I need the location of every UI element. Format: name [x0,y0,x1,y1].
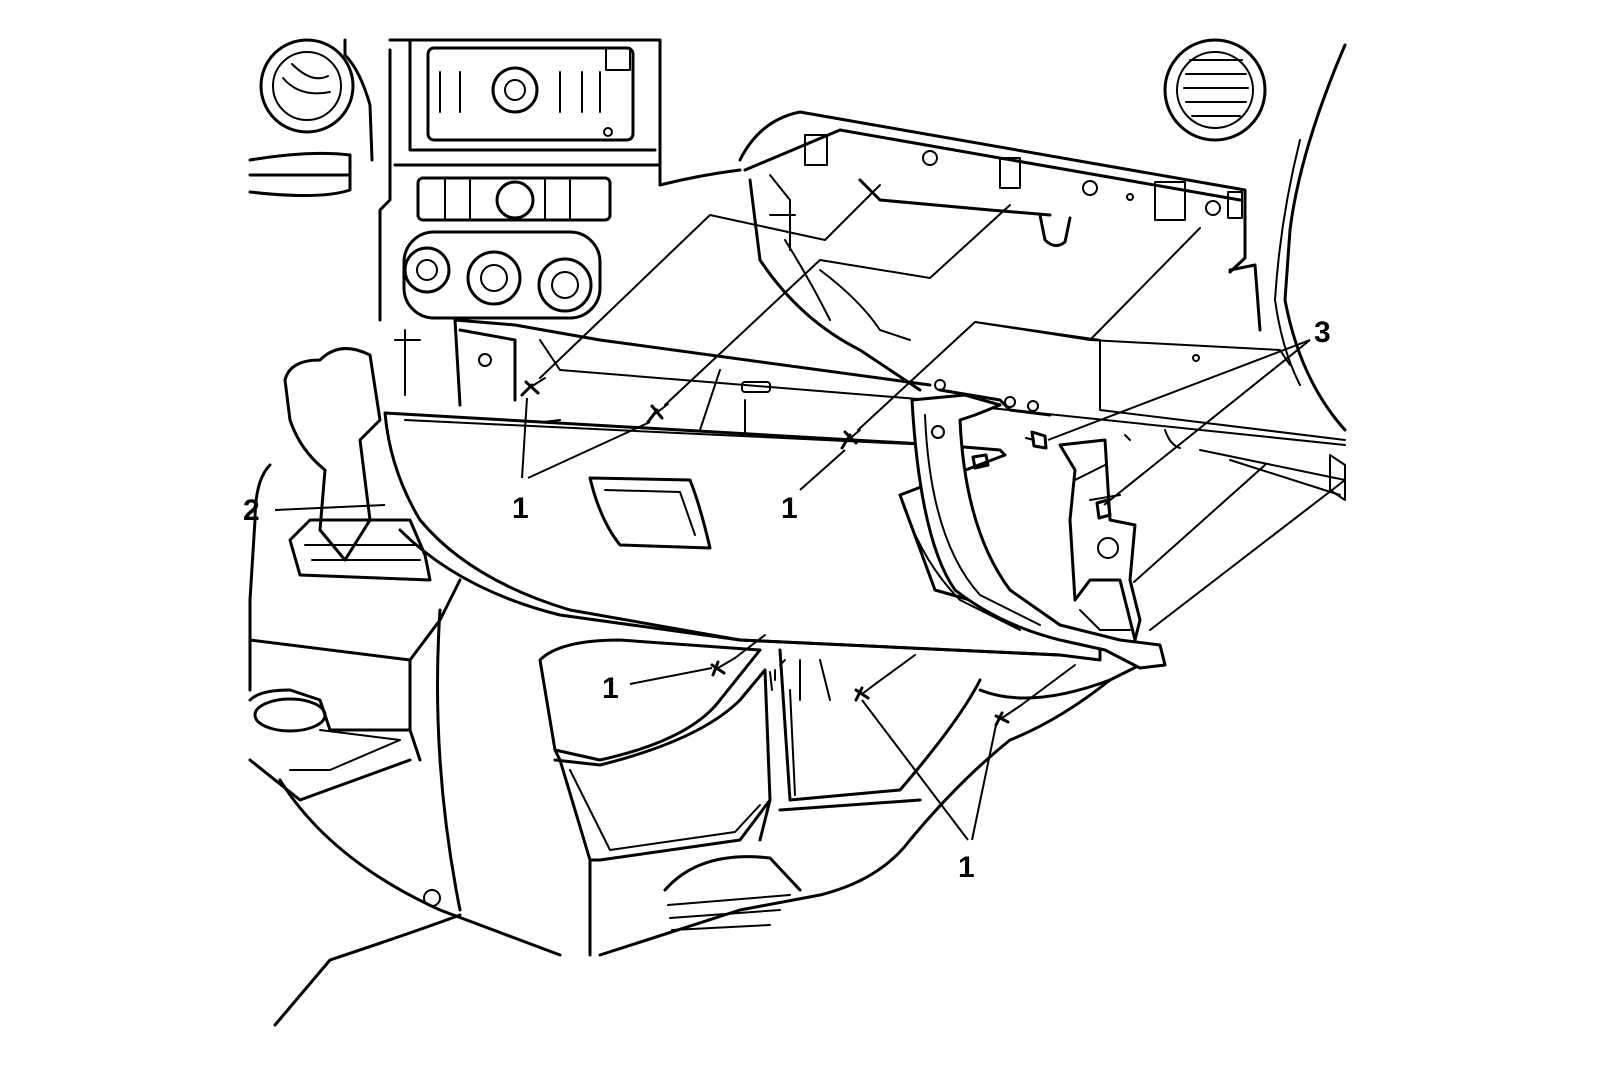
lower-vent-louvers [663,855,802,931]
instrument-panel-closeout [383,379,1167,670]
upper-mounting-bracket [738,110,1262,392]
lower-knee-panel [538,638,1142,957]
retaining-clip [971,453,990,470]
screw-alignment-lines [539,184,1346,707]
left-air-vent [259,38,355,134]
dash-upper-contour [248,38,392,322]
screw [840,429,861,450]
right-air-vent [1163,38,1267,142]
callout-leaders [274,339,1311,841]
side-support-bracket [1058,434,1142,642]
screw [646,403,669,424]
lower-console [248,463,562,1027]
screw [710,657,736,677]
callout-label: 1 [958,851,975,884]
callout-label: 1 [781,492,798,525]
callout-label: 1 [512,492,529,525]
retaining-clip [1095,498,1112,520]
callout-label: 3 [1314,316,1331,349]
screw [520,377,546,397]
callout-label: 1 [602,672,619,705]
callout-label: 2 [243,494,260,527]
gear-shifter [283,347,432,582]
center-stack [388,38,742,320]
retaining-clip [1025,430,1048,450]
screw [854,681,879,702]
screw [994,705,1021,727]
dash-right-contour [1283,43,1347,432]
